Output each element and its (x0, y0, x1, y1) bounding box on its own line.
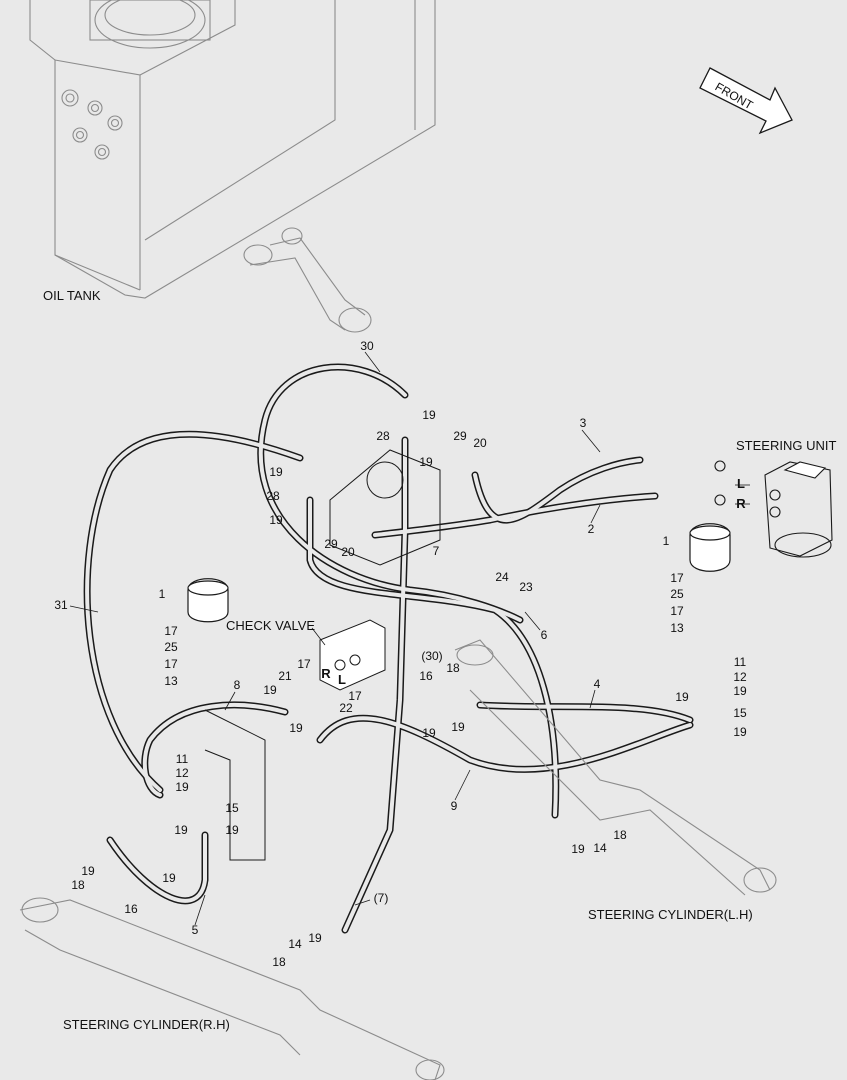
leader-lines (69, 351, 750, 926)
callout: 19 (419, 455, 433, 469)
callout: 7 (432, 544, 440, 558)
callout: 19 (269, 465, 283, 479)
check-valve-label: CHECK VALVE (226, 618, 316, 633)
callout: 5 (191, 923, 199, 937)
callout: 13 (670, 621, 684, 635)
callout: (7) (373, 891, 389, 905)
steering-unit-label: STEERING UNIT (736, 438, 837, 453)
callout: 18 (613, 828, 627, 842)
callout: 15 (225, 801, 239, 815)
callout: 22 (339, 701, 353, 715)
callout: 19 (733, 725, 747, 739)
callout: 2 (587, 522, 595, 536)
steering-cylinder-lh-label: STEERING CYLINDER(L.H) (588, 907, 753, 922)
callout: 1 (662, 534, 670, 548)
callout: 21 (278, 669, 292, 683)
callout: 17 (164, 657, 178, 671)
callout: 19 (289, 721, 303, 735)
front-arrow (699, 67, 793, 135)
callout: 3 (579, 416, 587, 430)
callout: 12 (175, 766, 189, 780)
callout: 19 (174, 823, 188, 837)
callout: 18 (71, 878, 85, 892)
callout: 17 (348, 689, 362, 703)
callout: 28 (376, 429, 390, 443)
callout: 17 (164, 624, 178, 638)
callout: 11 (175, 752, 189, 766)
valve-port-L-label: L (338, 672, 346, 687)
callout: 31 (54, 598, 68, 612)
callout: 19 (422, 408, 436, 422)
callout: 19 (175, 780, 189, 794)
callout: 1 (158, 587, 166, 601)
callout: 19 (451, 720, 465, 734)
callout: 15 (733, 706, 747, 720)
callout: 25 (670, 587, 684, 601)
callout: 14 (593, 841, 607, 855)
callout: (30) (421, 649, 443, 663)
callout: 18 (446, 661, 460, 675)
callout: 17 (670, 604, 684, 618)
oil-tank-drawing (29, 0, 436, 333)
callout: 9 (450, 799, 458, 813)
callout: 20 (473, 436, 487, 450)
callout: 16 (124, 902, 138, 916)
port-L-label: L (737, 476, 745, 491)
port-R-label: R (736, 496, 746, 511)
callout: 11 (733, 655, 747, 669)
callout: 19 (675, 690, 689, 704)
steering-unit-drawing (714, 460, 833, 558)
callout: 18 (272, 955, 286, 969)
callout: 8 (233, 678, 241, 692)
callout: 19 (81, 864, 95, 878)
callout: 19 (263, 683, 277, 697)
callout: 19 (308, 931, 322, 945)
oil-tank-label: OIL TANK (43, 288, 101, 303)
accumulators (187, 523, 731, 623)
callout: 25 (164, 640, 178, 654)
callout: 29 (324, 537, 338, 551)
callout: 30 (360, 339, 374, 353)
callout: 16 (419, 669, 433, 683)
callout: 19 (422, 726, 436, 740)
callout: 17 (670, 571, 684, 585)
callout: 17 (297, 657, 311, 671)
callout: 4 (593, 677, 601, 691)
callout: 19 (733, 684, 747, 698)
bracket-drawing (204, 449, 441, 861)
callout: 19 (225, 823, 239, 837)
callout: 14 (288, 937, 302, 951)
callout: 23 (519, 580, 533, 594)
callout: 20 (341, 545, 355, 559)
cylinder-lh-drawing (454, 639, 777, 896)
callout: 12 (733, 670, 747, 684)
callout: 6 (540, 628, 548, 642)
callout: 24 (495, 570, 509, 584)
callout: 13 (164, 674, 178, 688)
cylinder-rh-drawing (19, 897, 445, 1080)
callout: 28 (266, 489, 280, 503)
valve-port-R-label: R (321, 666, 331, 681)
callout: 19 (571, 842, 585, 856)
steering-cylinder-rh-label: STEERING CYLINDER(R.H) (63, 1017, 230, 1032)
callout: 19 (162, 871, 176, 885)
callout: 29 (453, 429, 467, 443)
callout: 19 (269, 513, 283, 527)
